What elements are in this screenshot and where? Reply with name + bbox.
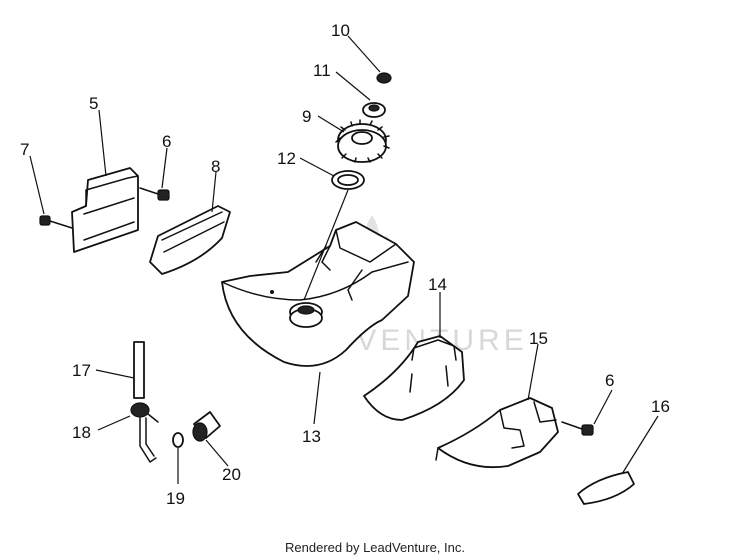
- leader-lines: [29, 35, 659, 484]
- callout-13: 13: [302, 427, 321, 446]
- callout-6-upper: 6: [162, 132, 171, 151]
- callout-6-lower: 6: [605, 371, 614, 390]
- callout-18: 18: [72, 423, 91, 442]
- part-16-pad: [577, 471, 635, 505]
- callout-9: 9: [302, 107, 311, 126]
- callout-11: 11: [313, 61, 331, 80]
- callout-14: 14: [428, 275, 447, 294]
- callout-10: 10: [331, 21, 350, 40]
- part-8-strip: [149, 205, 231, 275]
- callout-7: 7: [20, 140, 29, 159]
- part-20-filter: [192, 411, 221, 442]
- callout-16: 16: [651, 397, 670, 416]
- part-18-elbow-fitting: [130, 402, 159, 463]
- callout-20: 20: [222, 465, 241, 484]
- part-9-fuel-cap: [335, 119, 390, 163]
- callout-labels: 5 6 7 8 9 10 11 12 13 14 15 6 16 17 18 1…: [20, 21, 670, 508]
- part-17-fuel-line: [133, 341, 145, 399]
- part-12-gasket: [331, 170, 365, 190]
- callout-12: 12: [277, 149, 296, 168]
- part-7-bolt: [39, 215, 73, 229]
- callout-5: 5: [89, 94, 98, 113]
- callout-15: 15: [529, 329, 548, 348]
- part-14-heat-shield: [363, 335, 465, 421]
- callout-19: 19: [166, 489, 185, 508]
- part-11-cap: [362, 102, 386, 118]
- part-10-nut: [376, 72, 392, 84]
- part-6-bolt-upper: [139, 187, 170, 201]
- footer-credit: Rendered by LeadVenture, Inc.: [285, 540, 465, 555]
- part-15-bottom-cover: [435, 397, 559, 469]
- part-6-bolt-lower: [561, 421, 594, 436]
- callout-8: 8: [211, 157, 220, 176]
- part-5-bracket: [71, 167, 139, 253]
- callout-17: 17: [72, 361, 91, 380]
- part-19-washer: [172, 432, 184, 448]
- part-13-fuel-tank: [221, 221, 415, 367]
